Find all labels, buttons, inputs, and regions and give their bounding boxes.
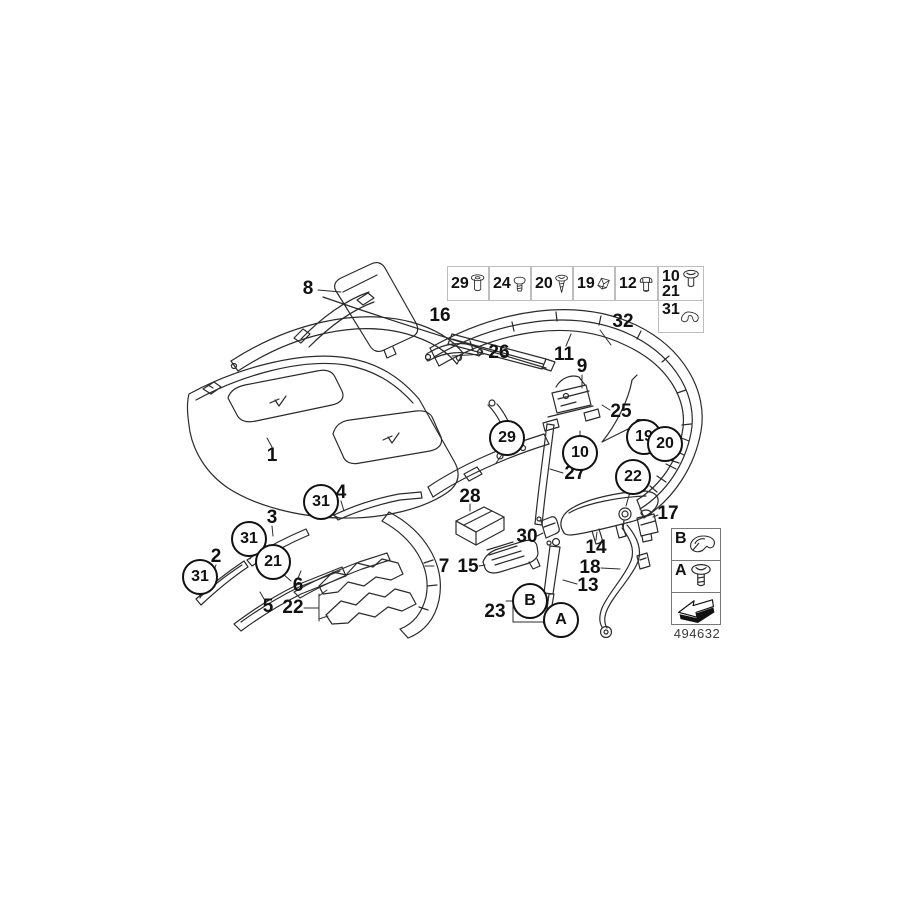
part-badge-22: 22 xyxy=(615,459,651,495)
part-label-30: 30 xyxy=(516,526,538,547)
fastener-cell-19: 19 xyxy=(573,266,615,301)
fastener-cell-24: 24 xyxy=(489,266,531,301)
part-label-15: 15 xyxy=(457,556,479,577)
part-14-panel xyxy=(560,490,659,545)
legend-clip-icon xyxy=(690,535,715,553)
part-30-mount xyxy=(540,516,560,546)
part-label-23: 23 xyxy=(484,601,506,622)
legend-letter-a: A xyxy=(675,562,687,579)
part-badge-29: 29 xyxy=(489,420,525,456)
part-26-handle xyxy=(424,342,484,362)
part-27-strap xyxy=(534,423,555,526)
legend-row-a: A xyxy=(672,561,720,593)
part-6-strip xyxy=(293,552,391,599)
part-badge-31c: 31 xyxy=(182,559,218,595)
hex-bolt-icon xyxy=(639,276,653,292)
part-badge-20: 20 xyxy=(647,426,683,462)
part-label-28: 28 xyxy=(459,486,481,507)
diagram-code: 494632 xyxy=(673,626,721,641)
spring-clip-icon xyxy=(597,277,610,289)
part-label-7: 7 xyxy=(438,556,450,577)
part-label-2: 2 xyxy=(210,546,222,567)
part-18-cable xyxy=(599,524,651,639)
part-badge-31b: 31 xyxy=(231,521,267,557)
fastener-cell-29: 29 xyxy=(447,266,489,301)
part-8-cover xyxy=(334,262,419,359)
part-16-strip xyxy=(447,333,556,372)
roof-frame xyxy=(230,291,464,372)
part-label-16: 16 xyxy=(429,305,451,326)
hinge-rail xyxy=(427,399,550,498)
round-head-screw-icon xyxy=(513,276,526,291)
part-badge-B: B xyxy=(512,583,548,619)
part-label-4: 4 xyxy=(335,482,347,503)
part-15-grate xyxy=(482,539,541,574)
legend-row-b: B xyxy=(672,529,720,561)
part-1-headliner xyxy=(186,355,459,519)
flat-head-screw-icon xyxy=(470,273,485,291)
fastener-number: 12 xyxy=(619,275,637,292)
fastener-cell-31: 31 xyxy=(658,300,704,333)
legend-letter-b: B xyxy=(675,530,687,547)
part-label-5: 5 xyxy=(262,596,274,617)
part-label-11: 11 xyxy=(553,344,575,365)
part-badge-10: 10 xyxy=(562,435,598,471)
wire-line xyxy=(322,296,547,369)
part-label-25: 25 xyxy=(610,401,632,422)
legend-screw-icon xyxy=(691,564,711,587)
part-label-32: 32 xyxy=(612,311,634,332)
part-17-switch xyxy=(618,507,659,543)
part-label-8: 8 xyxy=(302,278,314,299)
fastener-number: 10 xyxy=(662,267,680,285)
part-label-9: 9 xyxy=(576,356,588,377)
part-7-rail xyxy=(381,511,441,639)
part-label-17: 17 xyxy=(657,503,679,524)
fastener-number: 21 xyxy=(662,282,680,300)
part-label-13: 13 xyxy=(577,575,599,596)
part-badge-A: A xyxy=(543,602,579,638)
fastener-number: 31 xyxy=(662,301,680,318)
part-label-6: 6 xyxy=(292,575,304,596)
direction-arrow-icon xyxy=(678,599,715,623)
part-label-22: 22 xyxy=(282,597,304,618)
tapping-screw-icon xyxy=(555,274,568,293)
part-11-32-seal-arc xyxy=(429,309,703,519)
part-badge-21: 21 xyxy=(255,544,291,580)
fastener-number: 24 xyxy=(493,275,511,292)
fastener-cell-12: 12 xyxy=(615,266,658,301)
retainer-clip-icon xyxy=(680,311,699,322)
fastener-cell-20: 20 xyxy=(531,266,573,301)
fastener-number: 20 xyxy=(535,275,553,292)
part-badge-31a: 31 xyxy=(303,484,339,520)
oval-head-screw-icon xyxy=(683,269,699,287)
fastener-number: 19 xyxy=(577,275,595,292)
legend-row-arrow xyxy=(672,593,720,624)
fastener-cell-10-21: 10 21 xyxy=(658,266,704,301)
part-label-18: 18 xyxy=(579,557,601,578)
part-9-latch xyxy=(542,375,601,432)
part-22-brackets xyxy=(303,558,417,625)
part-label-1: 1 xyxy=(266,445,278,466)
part-4-strip xyxy=(333,491,423,521)
fastener-number: 29 xyxy=(451,275,469,292)
legend-box: B A xyxy=(671,528,721,625)
part-28-box xyxy=(455,506,505,546)
part-label-14: 14 xyxy=(585,537,607,558)
part-label-3: 3 xyxy=(266,507,278,528)
part-label-26: 26 xyxy=(488,342,510,363)
